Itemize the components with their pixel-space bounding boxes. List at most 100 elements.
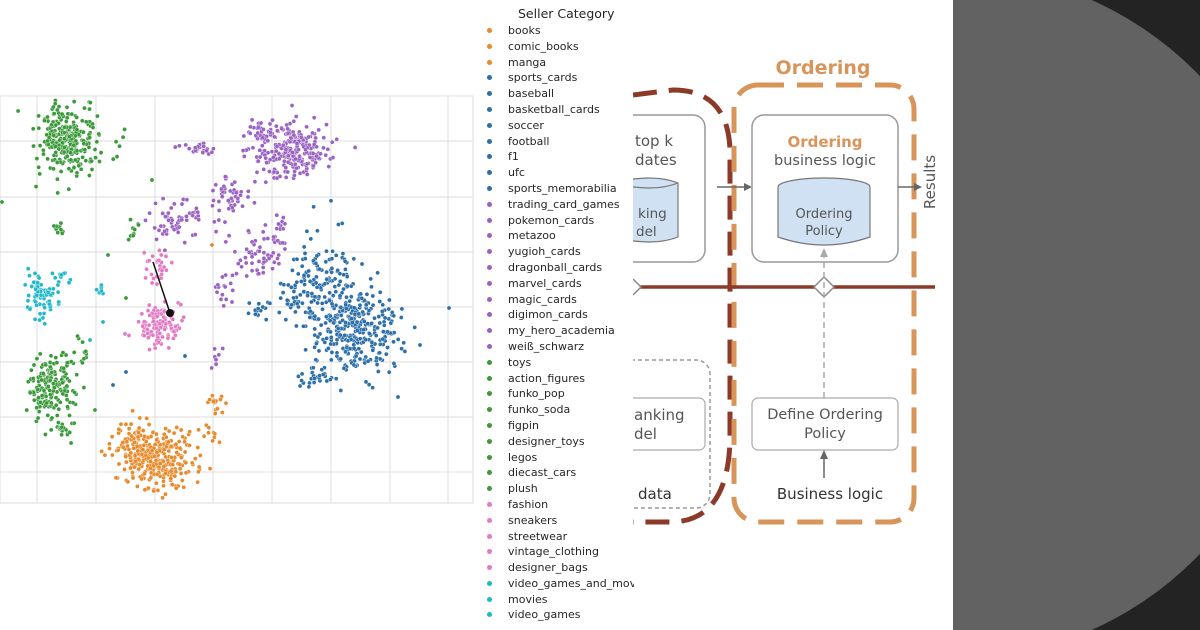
scatter-point (67, 378, 72, 384)
scatter-point (55, 282, 61, 288)
legend-label: marvel_cards (508, 276, 582, 290)
scatter-point (218, 397, 223, 402)
scatter-point (267, 169, 272, 174)
scatter-point (260, 270, 266, 276)
scatter-point (213, 229, 219, 234)
legend-item: legos (482, 450, 634, 466)
scatter-point (222, 174, 228, 179)
scatter-point (352, 311, 358, 317)
scatter-point (83, 158, 89, 163)
scatter-point (71, 99, 77, 104)
scatter-point (81, 141, 87, 146)
scatter-point (56, 146, 62, 152)
scatter-point (294, 301, 300, 307)
scatter-point (53, 150, 59, 155)
scatter-point (64, 115, 70, 121)
scatter-point (214, 289, 220, 295)
scatter-point (370, 302, 376, 308)
scatter-point (123, 369, 129, 375)
scatter-point (176, 224, 182, 230)
scatter-point (24, 407, 30, 413)
scatter-point (381, 322, 387, 328)
scatter-point (66, 186, 72, 192)
scatter-point (334, 136, 340, 142)
legend-label: my_hero_academia (508, 324, 615, 338)
scatter-point (361, 327, 366, 333)
legend-marker (487, 470, 492, 476)
scatter-point (351, 362, 357, 368)
scatter-point (93, 155, 98, 160)
legend-label: vintage_clothing (508, 545, 599, 559)
scatter-point (238, 192, 243, 198)
scatter-point (58, 220, 64, 226)
scatter-point (168, 205, 174, 211)
scatter-point (256, 271, 262, 277)
scatter-point (151, 319, 157, 324)
scatter-point (140, 447, 146, 453)
scatter-point (315, 334, 321, 340)
scatter-point (53, 402, 59, 408)
scatter-point (417, 342, 423, 348)
scatter-point (131, 464, 137, 470)
scatter-point (165, 335, 171, 341)
scatter-point (359, 295, 365, 301)
scatter-point (67, 430, 72, 435)
scatter-point (157, 461, 163, 466)
scatter-point (53, 122, 59, 128)
scatter-point (228, 281, 233, 286)
scatter-point (46, 384, 51, 389)
legend-marker (487, 201, 492, 207)
scatter-point (318, 151, 323, 157)
scatter-point (56, 420, 61, 425)
scatter-point (271, 234, 276, 240)
scatter-point (70, 400, 76, 406)
scatter-point (385, 329, 390, 335)
scatter-point (366, 308, 372, 313)
legend-label: manga (508, 55, 547, 69)
scatter-point (234, 271, 239, 276)
scatter-point (304, 161, 310, 167)
scatter-point (147, 210, 152, 216)
scatter-point (139, 451, 145, 457)
scatter-point (143, 218, 148, 223)
scatter-point (399, 306, 405, 312)
scatter-point (42, 305, 47, 310)
scatter-point (276, 261, 282, 267)
scatter-point (216, 199, 222, 204)
scatter-point (399, 346, 404, 352)
scatter-point (365, 358, 371, 364)
legend-label: streetwear (508, 529, 568, 543)
scatter-point (311, 163, 316, 169)
scatter-point (72, 390, 77, 395)
scatter-point (195, 445, 201, 450)
scatter-point (178, 471, 184, 476)
scatter-point (152, 225, 157, 231)
scatter-point (327, 290, 332, 296)
scatter-point (134, 443, 140, 449)
scatter-point (47, 360, 53, 365)
scatter-point (200, 150, 206, 155)
scatter-point (283, 317, 289, 323)
scatter-point (38, 292, 44, 298)
scatter-point (337, 332, 343, 338)
scatter-point (324, 269, 329, 275)
scatter-point (252, 200, 257, 206)
scatter-point (323, 320, 328, 326)
scatter-point (37, 317, 42, 323)
scatter-point (171, 227, 177, 232)
scatter-point (192, 232, 198, 237)
scatter-point (169, 260, 175, 265)
ordering-architecture-diagram: Ordering top k dates king del Ordering b… (633, 57, 939, 525)
scatter-point (80, 360, 85, 366)
legend-item: figpin (482, 418, 634, 434)
scatter-point (271, 259, 277, 265)
scatter-point (270, 117, 275, 123)
scatter-point (306, 384, 312, 390)
scatter-point (344, 294, 349, 300)
scatter-point (141, 333, 147, 338)
scatter-point (82, 105, 87, 111)
scatter-point (160, 495, 165, 501)
scatter-point (380, 302, 386, 308)
scatter-point (279, 126, 285, 131)
scatter-point (194, 205, 199, 211)
